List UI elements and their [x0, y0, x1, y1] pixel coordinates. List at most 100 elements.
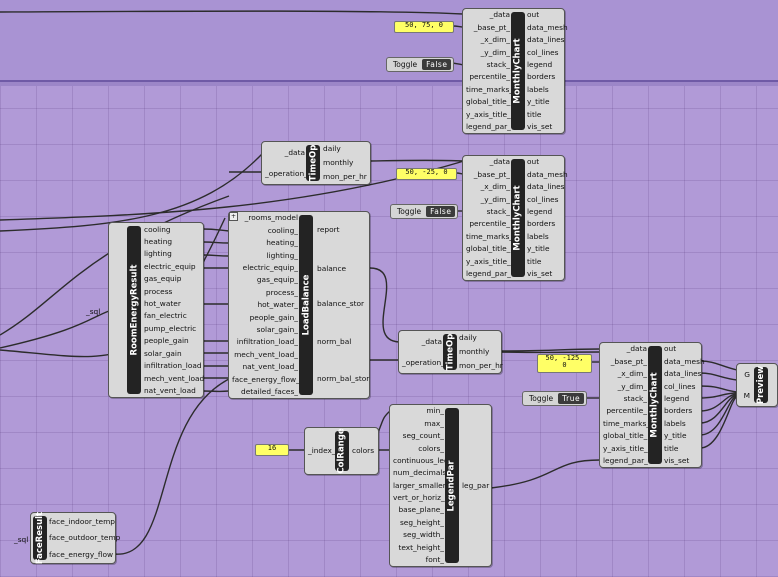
- toggle-value[interactable]: False: [422, 59, 452, 70]
- port-label: title: [664, 443, 679, 453]
- port-label: stack_: [486, 207, 510, 217]
- component-title: LegendPar: [445, 408, 459, 563]
- wire: [499, 348, 601, 352]
- base-point-panel-3[interactable]: 50, -125, 0: [537, 354, 592, 373]
- port-label: mech_vent_load_: [234, 349, 298, 359]
- port-label: title: [527, 256, 542, 266]
- input-list: _data_base_pt__x_dim__y_dim_stack_percen…: [466, 156, 513, 280]
- port-label: _y_dim_: [617, 381, 647, 391]
- input-list: _data_operation_: [402, 336, 445, 367]
- port-label: percentile_: [606, 406, 647, 416]
- toggle-3[interactable]: Toggle True: [522, 391, 588, 406]
- port-label: face_energy_flow_: [232, 374, 300, 384]
- wire: [699, 372, 738, 381]
- port-label: labels: [527, 84, 549, 94]
- port-label: col_lines: [527, 47, 559, 57]
- port-label: norm_bal_stor: [317, 374, 370, 383]
- port-label: font_: [425, 554, 444, 564]
- port-label: data_mesh: [527, 22, 568, 32]
- port-label: _data: [626, 344, 647, 354]
- index-panel[interactable]: 16: [255, 444, 289, 456]
- port-label: lighting: [144, 249, 172, 259]
- port-label: cooling_: [267, 225, 298, 235]
- monthly-chart-3[interactable]: _data_base_pt__x_dim__y_dim_stack_percen…: [599, 342, 705, 468]
- expand-pin[interactable]: +: [229, 212, 238, 221]
- toggle-label: Toggle: [529, 394, 554, 403]
- port-label: labels: [527, 231, 549, 241]
- port-label: percentile_: [469, 72, 510, 82]
- port-label: heating_: [266, 238, 298, 248]
- output-list: colors: [352, 446, 375, 456]
- port-label: hot_water: [144, 299, 181, 309]
- port-label: people_gain_: [249, 312, 298, 322]
- port-label: hot_water_: [257, 300, 298, 310]
- port-label: vert_or_horiz_: [393, 493, 445, 503]
- toggle-value[interactable]: False: [426, 206, 456, 217]
- port-label: legend: [527, 207, 553, 217]
- load-balance[interactable]: _rooms_model cooling_ heating_ lighting_ele…: [228, 211, 370, 399]
- port-label: vis_set: [527, 122, 553, 131]
- wire: [699, 385, 738, 393]
- input-list: _data_base_pt__x_dim__y_dim_stack_percen…: [603, 343, 650, 467]
- port-label: y_axis_title_: [466, 256, 511, 266]
- base-point-panel-1[interactable]: 50, 75, 0: [394, 21, 454, 33]
- port-label: detailed_faces_: [241, 386, 298, 396]
- port-label: seg_height_: [399, 517, 444, 527]
- component-title: LoadBalance: [299, 215, 313, 395]
- port-label: legend_par_: [466, 122, 511, 131]
- toggle-label: Toggle: [397, 207, 422, 216]
- port-label: num_decimals_: [393, 468, 450, 478]
- port-label: lighting_: [266, 250, 298, 260]
- port-label: max_: [424, 418, 444, 428]
- port-label: col_lines: [664, 381, 696, 391]
- port-label: electric_equip_: [242, 263, 298, 273]
- col-range[interactable]: _index_ ColRange colors: [304, 427, 379, 475]
- port-label: electric_equip: [144, 261, 196, 271]
- toggle-label: Toggle: [393, 60, 418, 69]
- port-label: data_lines: [527, 35, 565, 45]
- port-label: vis_set: [527, 269, 553, 278]
- port-label: legend: [664, 394, 690, 404]
- toggle-1[interactable]: Toggle False: [386, 57, 455, 72]
- base-point-panel-2[interactable]: 50, -25, 0: [396, 168, 457, 180]
- monthly-chart-1[interactable]: _data_base_pt__x_dim__y_dim_stack_percen…: [462, 8, 568, 134]
- port-label: heating: [144, 236, 173, 246]
- port-label: stack_: [486, 60, 510, 70]
- port-label: borders: [527, 219, 556, 229]
- legend-par[interactable]: min_max_seg_count_colors_continuous_leg_…: [389, 404, 492, 567]
- port-label: seg_count_: [402, 431, 444, 441]
- wire: [0, 10, 464, 15]
- port-label: time_marks_: [466, 231, 513, 241]
- component-title: MonthlyChart: [511, 159, 525, 277]
- component-title: TimeOp: [306, 144, 320, 182]
- wire: [699, 396, 738, 449]
- port-label: _base_pt_: [473, 169, 510, 179]
- port-label: stack_: [623, 394, 647, 404]
- toggle-value[interactable]: True: [558, 393, 585, 404]
- port-label: gas_equip: [144, 274, 182, 284]
- port-label: pump_electric: [144, 323, 197, 333]
- port-label: out: [527, 10, 540, 20]
- port-label: data_lines: [664, 369, 702, 379]
- port-label: vis_set: [664, 456, 690, 465]
- monthly-chart-2[interactable]: _data_base_pt__x_dim__y_dim_stack_percen…: [462, 155, 568, 281]
- toggle-2[interactable]: Toggle False: [390, 204, 459, 219]
- port-label: legend_par_: [603, 456, 648, 465]
- component-title: Preview: [754, 366, 768, 404]
- port-label: _rooms_model: [244, 213, 298, 223]
- input-list: _rooms_model cooling_ heating_ lighting_ele…: [232, 212, 300, 398]
- port-label: larger_smaller_: [393, 480, 450, 490]
- wire: [0, 310, 110, 349]
- input-list: _index_: [308, 446, 336, 456]
- port-label: infiltration_load: [144, 361, 202, 371]
- port-label: text_height_: [398, 542, 444, 552]
